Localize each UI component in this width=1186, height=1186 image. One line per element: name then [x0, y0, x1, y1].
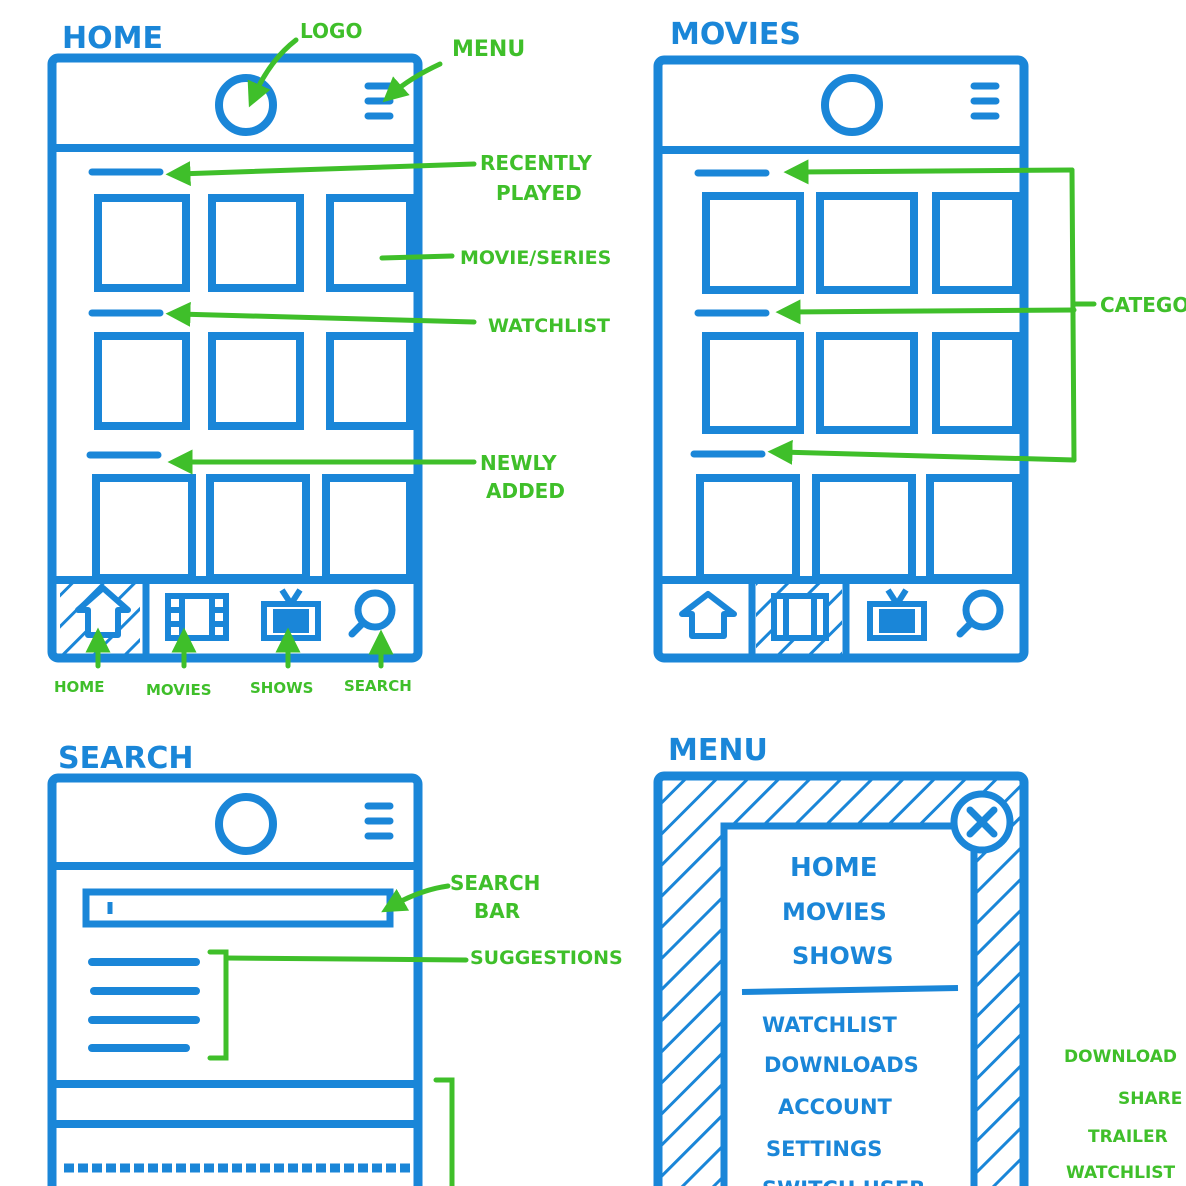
tab-label-search: SEARCH [344, 677, 412, 695]
search-screen: SEARCH SEARCH BAR SUGGESTIONS [47, 741, 623, 1186]
tv-icon[interactable] [867, 588, 927, 641]
right-notes: DOWNLOAD SHARE TRAILER WATCHLIST [1064, 1047, 1182, 1183]
menu-item-home[interactable]: HOME [790, 853, 878, 883]
movie-tile[interactable] [326, 332, 414, 430]
hamburger-icon[interactable] [364, 82, 394, 120]
movie-tile[interactable] [702, 332, 804, 434]
movie-tile[interactable] [208, 332, 304, 430]
movies-tile-grid [696, 192, 1020, 582]
annotation-newly-added-2: ADDED [486, 479, 565, 503]
search-icon[interactable] [348, 589, 396, 638]
movie-tile[interactable] [816, 332, 918, 434]
movie-tile[interactable] [816, 192, 918, 294]
menu-item-downloads[interactable]: DOWNLOADS [764, 1053, 919, 1077]
menu-screen-title: MENU [668, 733, 768, 768]
annotation-suggestions: SUGGESTIONS [470, 947, 623, 969]
circle-logo-icon[interactable] [215, 793, 277, 855]
menu-item-watchlist[interactable]: WATCHLIST [762, 1013, 897, 1037]
menu-item-shows[interactable]: SHOWS [792, 942, 894, 970]
annotation-logo: LOGO [300, 19, 362, 43]
movie-tile[interactable] [932, 332, 1020, 434]
film-icon[interactable] [165, 593, 229, 641]
suggestion-list [88, 958, 200, 1052]
movies-screen-title: MOVIES [670, 17, 801, 52]
home-icon[interactable] [679, 591, 737, 639]
circle-logo-icon[interactable] [215, 74, 277, 136]
annotation-recently-played: RECENTLY [480, 151, 592, 175]
tv-icon[interactable] [261, 588, 321, 641]
annotation-newly-added: NEWLY [480, 451, 557, 475]
categories-bracket [767, 159, 1097, 465]
movie-tile[interactable] [932, 192, 1020, 294]
note-trailer: TRAILER [1088, 1127, 1168, 1147]
movie-tile[interactable] [702, 192, 804, 294]
menu-divider [741, 985, 959, 995]
search-icon[interactable] [956, 589, 1004, 638]
home-screen-title: HOME [62, 21, 163, 56]
menu-item-settings[interactable]: SETTINGS [766, 1137, 882, 1161]
annotation-categories: CATEGO [1100, 293, 1186, 317]
menu-panel [720, 822, 978, 1186]
home-screen: HOME [47, 19, 611, 699]
movie-tile[interactable] [926, 474, 1020, 582]
search-screen-title: SEARCH [58, 741, 194, 776]
annotation-recently-played-2: PLAYED [496, 181, 582, 205]
movie-tile[interactable] [322, 474, 414, 582]
circle-logo-icon[interactable] [821, 74, 883, 136]
menu-screen: MENU HOME MOVIES SHOWS WATCHLIST DOWNLOA… [653, 733, 1029, 1186]
movie-tile[interactable] [696, 474, 800, 582]
movie-tile[interactable] [94, 194, 190, 292]
home-icon[interactable] [75, 585, 131, 638]
search-phone-frame [47, 773, 423, 1186]
movie-tile[interactable] [94, 332, 190, 430]
home-tile-grid [92, 194, 414, 582]
note-share: SHARE [1118, 1089, 1182, 1109]
annotation-search-bar: SEARCH [450, 871, 540, 895]
home-phone-frame [47, 53, 423, 663]
movie-tile[interactable] [326, 194, 414, 292]
tab-label-movies: MOVIES [146, 681, 212, 699]
movies-phone-frame [653, 55, 1029, 663]
movies-screen: MOVIES [653, 17, 1186, 663]
note-watchlist: WATCHLIST [1066, 1163, 1176, 1183]
tab-label-home: HOME [54, 678, 104, 696]
annotation-movie-series: MOVIE/SERIES [460, 247, 611, 269]
movie-tile[interactable] [206, 474, 310, 582]
hamburger-icon[interactable] [364, 802, 394, 840]
search-input[interactable] [82, 888, 394, 928]
hamburger-icon[interactable] [970, 82, 1000, 120]
movie-tile[interactable] [92, 474, 196, 582]
annotation-search-bar-2: BAR [474, 899, 520, 923]
movie-tile[interactable] [208, 194, 304, 292]
annotation-watchlist: WATCHLIST [488, 315, 610, 337]
movie-tile[interactable] [812, 474, 916, 582]
tab-label-shows: SHOWS [250, 679, 313, 697]
film-icon[interactable] [771, 593, 829, 641]
annotation-menu: MENU [452, 37, 525, 62]
menu-item-movies[interactable]: MOVIES [782, 898, 887, 926]
menu-item-account[interactable]: ACCOUNT [778, 1095, 893, 1119]
close-icon[interactable] [950, 790, 1014, 854]
menu-item-switch-user[interactable]: SWITCH USER [762, 1177, 925, 1186]
note-download: DOWNLOAD [1064, 1047, 1177, 1067]
